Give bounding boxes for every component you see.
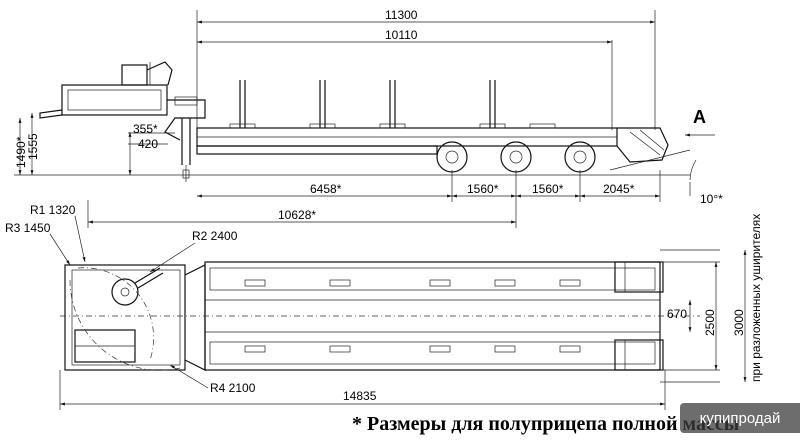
dim-10628: 10628* [278,208,316,222]
radius-r3: R3 1450 [5,221,51,235]
dim-2500: 2500 [703,309,717,336]
dim-355: 355* [133,122,158,136]
dim-1560-b: 1560* [532,182,564,196]
dim-6458: 6458* [310,182,342,196]
dim-1560-a: 1560* [467,182,499,196]
radius-r1: R1 1320 [30,203,76,217]
radius-r2: R2 2400 [192,229,238,243]
dim-670: 670 [667,307,687,321]
dim-1490: 1490* [14,136,28,168]
dim-3000: 3000 [732,309,746,336]
dim-11300: 11300 [385,8,418,22]
dim-2045: 2045* [603,182,635,196]
radius-r4: R4 2100 [210,381,256,395]
watermark-logo: купипродай [680,403,800,433]
dim-10110: 10110 [385,28,418,42]
dim-1555: 1555 [26,133,40,160]
dim-14835: 14835 [343,389,377,403]
footnote: * Размеры для полуприцепа полной массы [352,413,740,435]
view-a-label: A [693,107,706,127]
dim-width-note: при разложенных уширителях [749,214,763,382]
side-view: A 1490* 1555 355* 420 6458* 1560* 1560* … [14,8,723,228]
dim-420: 420 [138,137,158,151]
dim-angle: 10°* [700,192,723,206]
plan-view: R1 1320 R3 1450 R2 2400 R4 2100 [5,203,763,410]
